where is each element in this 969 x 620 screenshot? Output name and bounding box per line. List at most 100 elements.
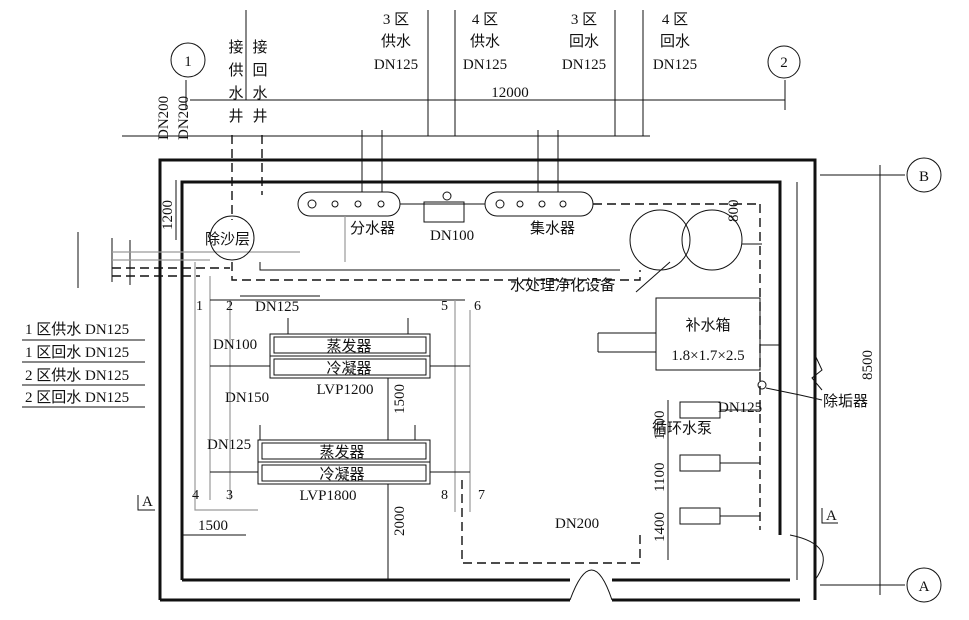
zone-list: 1 区供水 DN125 1 区回水 DN125 2 区供水 DN125 2 区回… — [25, 321, 129, 406]
zone-2-return: 2 区回水 DN125 — [25, 389, 129, 406]
evaporator-1-label: 蒸发器 — [326, 338, 371, 355]
svg-text:DN125: DN125 — [653, 57, 697, 73]
valve-number-3: 3 — [226, 488, 233, 503]
dn200-label-b: DN200 — [176, 96, 192, 140]
svg-text:供水: 供水 — [381, 33, 411, 50]
circulation-pumps: 循环水泵 DN125 1100 1100 1400 — [652, 204, 762, 560]
svg-text:4 区: 4 区 — [472, 12, 498, 28]
header-bypass: DN100 — [400, 191, 485, 244]
svg-text:DN125: DN125 — [374, 57, 418, 73]
valve-number-4: 4 — [192, 488, 199, 503]
grid-marker-1: 1 — [170, 42, 206, 78]
grid-marker-2: 2 — [767, 45, 801, 79]
grid-marker-2-label: 2 — [780, 55, 788, 71]
svg-text:DN125: DN125 — [562, 57, 606, 73]
svg-text:4 区: 4 区 — [662, 12, 688, 28]
dim-1500-v: 1500 — [392, 384, 408, 414]
dim-12000: 12000 — [491, 85, 529, 101]
water-treatment: 水处理净化设备 — [231, 203, 762, 294]
dn125-pump-label: DN125 — [718, 400, 762, 416]
dn150-label: DN150 — [225, 390, 269, 406]
collector: 集水器 — [484, 130, 594, 237]
well-label-supply: 接 供 水 井 — [228, 39, 243, 125]
valve-numbers: 1 2 3 4 5 6 7 8 — [192, 299, 485, 503]
zone-header-3-return: 3 区 回水 DN125 — [562, 12, 606, 73]
descaler: 除垢器 — [757, 380, 868, 410]
sand-remover: 除沙层 — [205, 135, 263, 261]
dim-1100a: 1100 — [652, 411, 668, 440]
dn100-mid-label: DN100 — [430, 228, 474, 244]
dn200-bottom-label: DN200 — [555, 516, 599, 532]
zone-1-return: 1 区回水 DN125 — [25, 344, 129, 361]
section-mark-left: A — [137, 494, 155, 511]
svg-text:接: 接 — [252, 39, 267, 56]
makeup-tank: 补水箱 1.8×1.7×2.5 — [597, 297, 780, 371]
zone-header-4-return: 4 区 回水 DN125 — [653, 12, 697, 73]
well-label-return: 接 回 水 井 — [252, 39, 267, 125]
svg-text:回: 回 — [252, 62, 267, 79]
sand-remover-label: 除沙层 — [205, 231, 250, 248]
zone-1-supply: 1 区供水 DN125 — [25, 321, 129, 338]
svg-text:B: B — [919, 169, 929, 185]
dim-1400: 1400 — [652, 512, 668, 542]
svg-text:回水: 回水 — [569, 33, 599, 50]
svg-text:A: A — [919, 579, 930, 595]
svg-text:3 区: 3 区 — [383, 12, 409, 28]
makeup-tank-size: 1.8×1.7×2.5 — [671, 348, 744, 364]
svg-text:DN125: DN125 — [463, 57, 507, 73]
zone-2-supply: 2 区供水 DN125 — [25, 367, 129, 384]
dn200-label-a: DN200 — [156, 96, 172, 140]
svg-text:井: 井 — [228, 108, 243, 125]
chiller-lvp1200: 蒸发器 冷凝器 LVP1200 — [269, 333, 431, 398]
chiller-piping — [194, 262, 471, 580]
svg-text:A: A — [826, 508, 837, 524]
valve-number-8: 8 — [441, 488, 448, 503]
distributor-label: 分水器 — [350, 220, 395, 237]
valve-number-2: 2 — [226, 299, 233, 314]
condenser-2-label: 冷凝器 — [319, 466, 364, 483]
unit-1-label: LVP1200 — [317, 382, 374, 398]
condenser-1-label: 冷凝器 — [326, 360, 371, 377]
dn125-top-label: DN125 — [255, 299, 299, 315]
svg-text:A: A — [142, 494, 153, 510]
grid-marker-a: A — [820, 567, 942, 603]
circ-pump-label: 循环水泵 — [652, 420, 712, 437]
zone-header-4-supply: 4 区 供水 DN125 — [463, 12, 507, 73]
valve-number-5: 5 — [441, 299, 448, 314]
dn200-loop — [461, 480, 641, 564]
zone-header-3-supply: 3 区 供水 DN125 — [374, 12, 418, 73]
svg-text:供: 供 — [228, 62, 243, 79]
dim-800: 800 — [726, 200, 742, 223]
water-treatment-label: 水处理净化设备 — [510, 277, 615, 294]
dim-8500: 8500 — [860, 350, 876, 380]
svg-text:回水: 回水 — [660, 33, 690, 50]
unit-2-label: LVP1800 — [300, 488, 357, 504]
top-lines — [122, 10, 786, 137]
dim-2000: 2000 — [392, 506, 408, 536]
svg-text:水: 水 — [252, 85, 267, 102]
svg-text:3 区: 3 区 — [571, 12, 597, 28]
valve-number-6: 6 — [474, 299, 481, 314]
grid-marker-b: B — [820, 157, 942, 193]
svg-text:水: 水 — [228, 85, 243, 102]
collector-label: 集水器 — [530, 220, 575, 237]
dim-1500-h: 1500 — [198, 518, 228, 534]
descaler-label: 除垢器 — [823, 393, 868, 410]
chiller-lvp1800: 蒸发器 冷凝器 LVP1800 — [257, 439, 431, 504]
svg-text:供水: 供水 — [470, 33, 500, 50]
building-walls — [158, 158, 824, 602]
dn100-left-label: DN100 — [213, 337, 257, 353]
dn125-left-label: DN125 — [207, 437, 251, 453]
dim-1100b: 1100 — [652, 463, 668, 492]
svg-text:井: 井 — [252, 108, 267, 125]
svg-text:接: 接 — [228, 39, 243, 56]
section-mark-right: A — [821, 508, 838, 524]
valve-number-1: 1 — [196, 299, 203, 314]
grid-marker-1-label: 1 — [184, 54, 192, 70]
valve-number-7: 7 — [478, 488, 485, 503]
left-zone-lines — [22, 232, 300, 408]
dim-1200: 1200 — [160, 200, 176, 230]
distributor: 分水器 — [297, 130, 401, 262]
makeup-tank-label: 补水箱 — [685, 317, 730, 334]
